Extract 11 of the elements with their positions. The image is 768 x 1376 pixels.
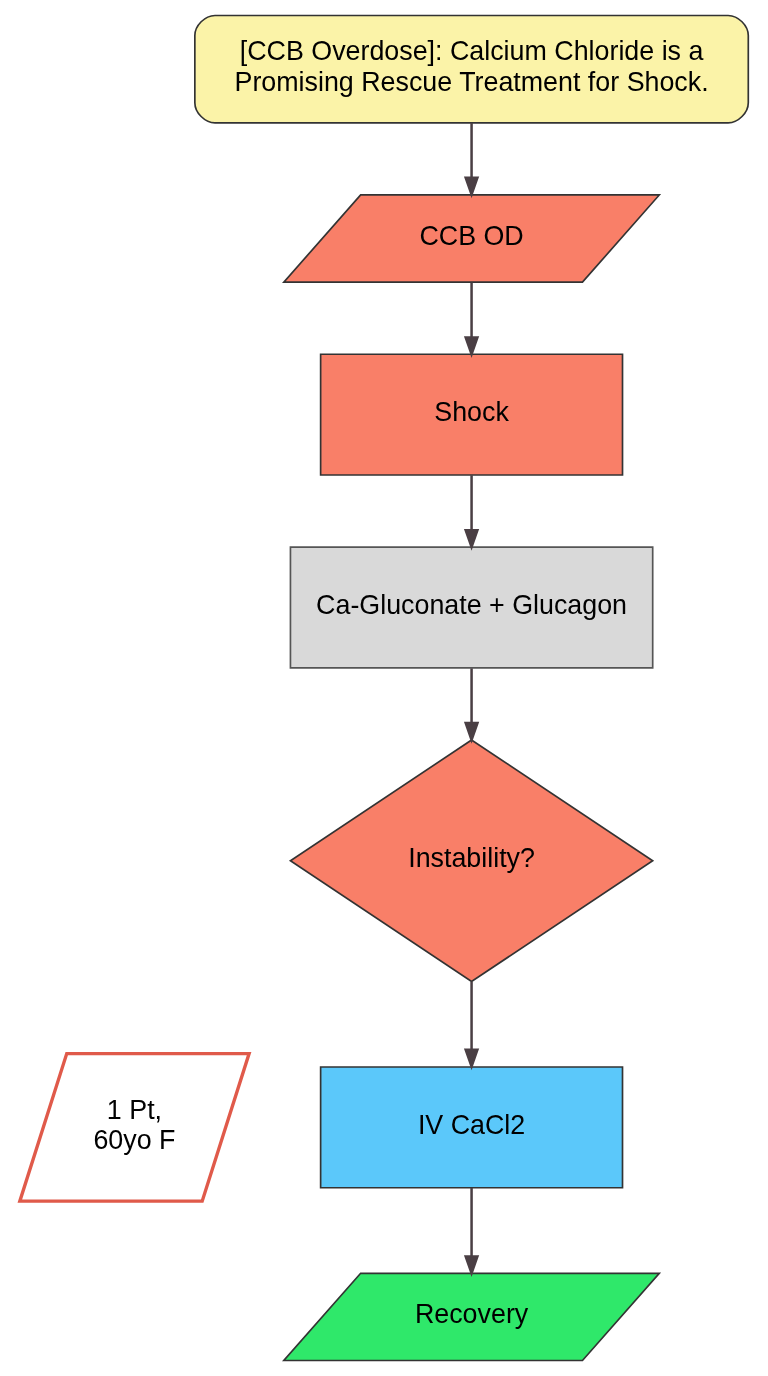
arrow: [463, 475, 480, 551]
node-box: Ca-Gluconate + Glucagon: [289, 546, 654, 669]
node-box: Shock: [319, 353, 624, 476]
arrow: [463, 122, 480, 199]
node-box: [CCB Overdose]: Calcium Chloride is a Promising Rescue Treatment for Shock.: [194, 14, 750, 124]
node-diamond: Instability?: [288, 739, 655, 983]
arrow: [463, 668, 480, 744]
arrow: [463, 981, 480, 1071]
arrow: [463, 1188, 480, 1278]
arrow: [463, 282, 480, 358]
node-box: IV CaCl2: [319, 1066, 624, 1189]
